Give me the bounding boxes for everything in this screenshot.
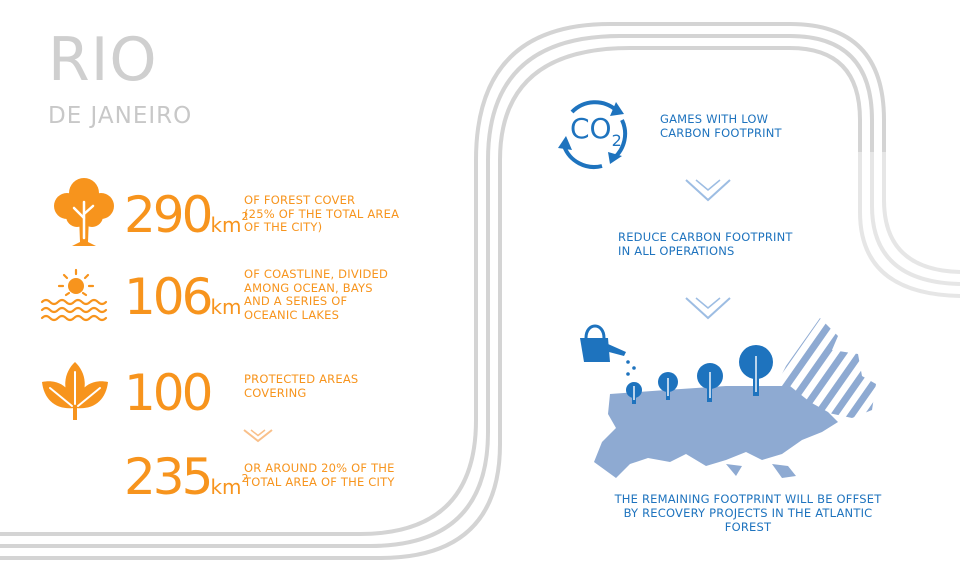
- tree-icon: [54, 178, 114, 246]
- page-title: RIO: [48, 25, 158, 95]
- co2-cycle-icon: [558, 100, 628, 169]
- chevron-down-icon: [685, 297, 731, 320]
- protected-areas-number: 100: [124, 364, 213, 422]
- protected-areas-text: PROTECTED AREAS COVERING: [244, 372, 359, 400]
- step-low-carbon-text: GAMES WITH LOW CARBON FOOTPRINT: [660, 112, 782, 140]
- co2-label: CO2: [570, 112, 622, 151]
- chevron-down-icon: [243, 429, 273, 443]
- page-subtitle: DE JANEIRO: [48, 103, 193, 129]
- forest-cover-number: 290km2: [124, 186, 249, 244]
- step-reduce-text: REDUCE CARBON FOOTPRINT IN ALL OPERATION…: [618, 230, 793, 258]
- forest-cover-text: OF FOREST COVER (25% OF THE TOTAL AREA O…: [244, 193, 400, 234]
- chevron-down-icon: [685, 179, 731, 202]
- sun-waves-icon: [40, 268, 108, 322]
- coastline-number: 106km: [124, 268, 242, 326]
- protected-area-size-number: 235km2: [124, 448, 249, 506]
- leaves-icon: [42, 362, 108, 420]
- atlantic-forest-map-illustration: [580, 318, 876, 478]
- step-offset-text: THE REMAINING FOOTPRINT WILL BE OFFSET B…: [614, 492, 882, 534]
- protected-area-size-text: OR AROUND 20% OF THE TOTAL AREA OF THE C…: [244, 461, 395, 489]
- coastline-text: OF COASTLINE, DIVIDED AMONG OCEAN, BAYS …: [244, 267, 389, 322]
